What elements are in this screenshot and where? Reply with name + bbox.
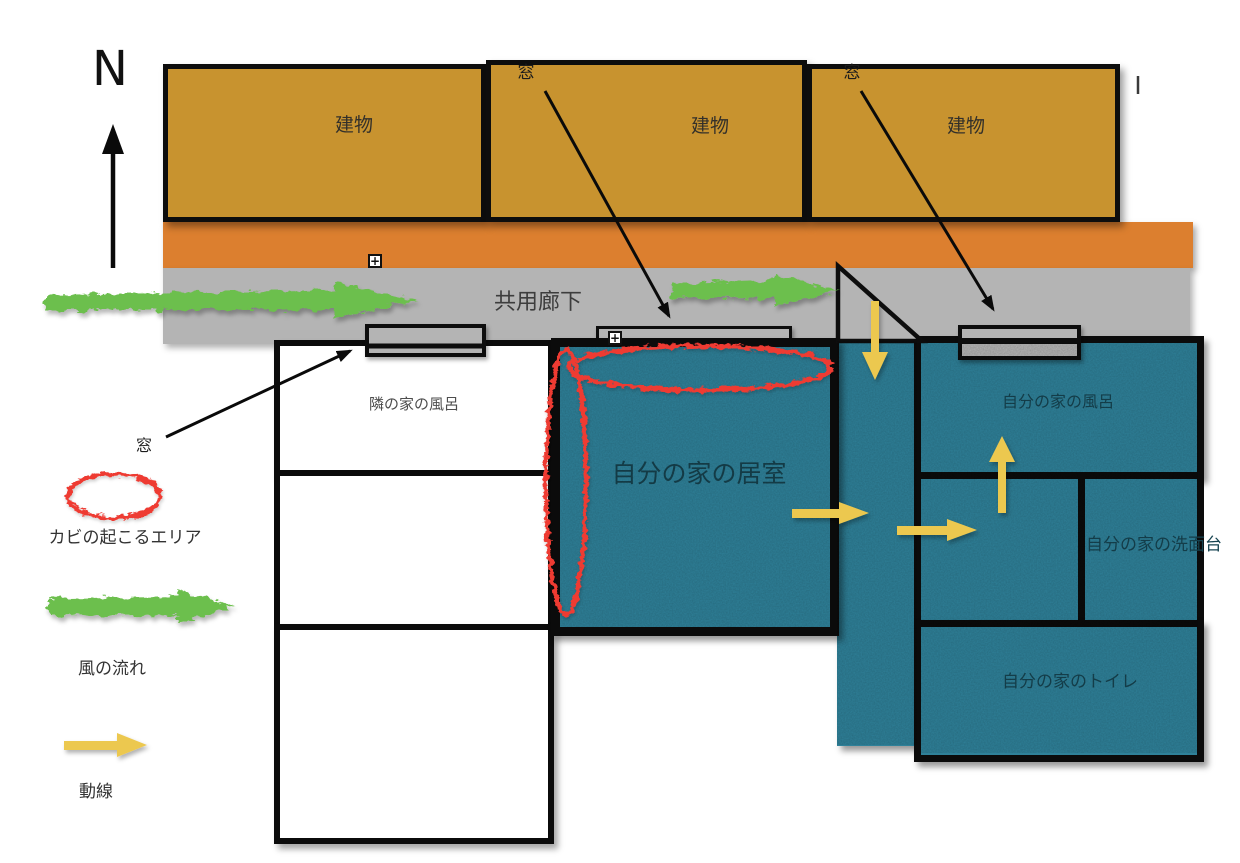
my-toilet-label: 自分の家のトイレ [1002,672,1138,692]
expand-marker-icon: + [368,254,382,268]
building-3 [807,64,1120,222]
my-living-label: 自分の家の居室 [611,459,787,488]
north-arrow-icon [102,124,124,268]
wind-arrow-legend [48,590,235,623]
building-2 [486,60,807,222]
legend-movement-label: 動線 [79,782,113,802]
neighbor-room-middle [274,470,554,630]
legend-window-label: 窓 [135,436,152,455]
legend-mold-label: カビの起こるエリア [48,528,202,548]
neighbor-bath-window [365,324,486,357]
building-1-label: 建物 [334,114,373,136]
legend-wind-label: 風の流れ [78,659,146,679]
my-bath-window [958,325,1081,360]
neighbor-room-bottom [274,624,554,844]
walkway-strip [163,222,1193,268]
north-label: N [92,41,128,97]
building-1 [163,64,486,222]
mold-area-legend [65,471,163,521]
neighbor-bath-label: 隣の家の風呂 [368,395,459,413]
my-dressing-room [914,472,1085,627]
my-bath-label: 自分の家の風呂 [1001,392,1114,411]
corridor-label: 共用廊下 [493,290,582,315]
building-2-window-label: 窓 [517,63,535,83]
building-3-window-label: 窓 [843,63,861,83]
my-home-hallway [837,341,917,746]
building-3-label: 建物 [946,115,985,137]
my-washstand-label: 自分の家の洗面台 [1086,535,1222,555]
building-2-label: 建物 [690,115,729,137]
movement-arrow-legend [64,733,147,757]
expand-marker-icon: + [608,331,622,345]
